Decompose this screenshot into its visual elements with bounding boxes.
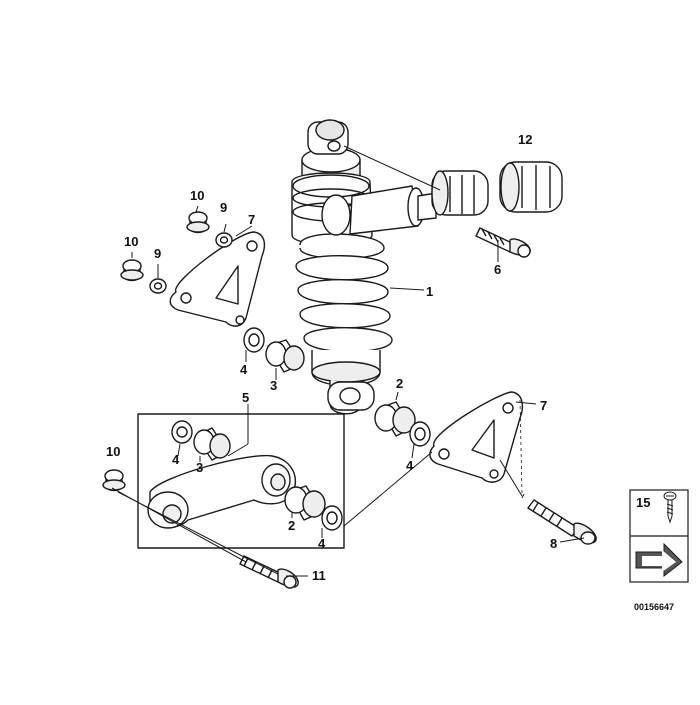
washer-upper <box>215 232 233 248</box>
bushing-3-box <box>193 427 231 461</box>
bolt-8 <box>527 499 597 545</box>
callout-3-box: 3 <box>196 460 203 475</box>
callout-4-box: 4 <box>172 452 180 467</box>
bolt-11 <box>239 555 299 589</box>
callout-4-upper: 4 <box>240 362 248 377</box>
flange-nut-upper <box>186 211 210 234</box>
flange-nut-left <box>120 259 144 282</box>
washer-4-box-right <box>321 505 343 531</box>
callout-10-upper: 10 <box>190 188 204 203</box>
callout-5: 5 <box>242 390 249 405</box>
bracket-upper <box>169 231 266 327</box>
washer-4-box <box>171 420 193 444</box>
adjuster-knob-cap <box>499 161 563 213</box>
axis-line <box>519 399 523 495</box>
direction-arrow-icon <box>635 542 683 578</box>
bolt-6 <box>475 227 531 258</box>
callout-labels: 1 2 2 3 3 4 4 4 4 5 6 7 7 8 9 9 10 10 10… <box>106 132 557 583</box>
document-id: 00156647 <box>634 602 674 612</box>
callout-10-lower: 10 <box>106 444 120 459</box>
washer-4-right <box>409 421 431 447</box>
callout-2-right: 2 <box>396 376 403 391</box>
callout-6: 6 <box>494 262 501 277</box>
callout-7-right: 7 <box>540 398 547 413</box>
bushing-2-right <box>374 401 416 437</box>
bushing-2-box <box>284 485 326 521</box>
adjuster-knob <box>431 170 489 216</box>
callout-12: 12 <box>518 132 532 147</box>
washer-4-upper <box>243 327 265 353</box>
callout-2-box: 2 <box>288 518 295 533</box>
callout-4-box-right: 4 <box>318 536 326 551</box>
linkage-lever <box>147 454 297 529</box>
legend-box: 15 00156647 <box>629 489 689 612</box>
callout-3-upper: 3 <box>270 378 277 393</box>
callout-9-left: 9 <box>154 246 161 261</box>
callout-15: 15 <box>636 495 650 510</box>
callout-7-upper: 7 <box>248 212 255 227</box>
callout-1: 1 <box>426 284 433 299</box>
screw-icon <box>663 491 677 524</box>
callout-11: 11 <box>312 568 326 583</box>
callout-9-upper: 9 <box>220 200 227 215</box>
shock-absorber <box>291 119 437 415</box>
flange-nut-lower <box>102 469 126 492</box>
callout-10-left: 10 <box>124 234 138 249</box>
subassembly-frame <box>137 413 345 549</box>
callout-8: 8 <box>550 536 557 551</box>
bushing-3-upper <box>265 339 305 373</box>
washer-left <box>149 278 167 294</box>
callout-4-right: 4 <box>406 458 414 473</box>
bracket-right <box>429 391 524 483</box>
leader-lines <box>111 145 585 577</box>
